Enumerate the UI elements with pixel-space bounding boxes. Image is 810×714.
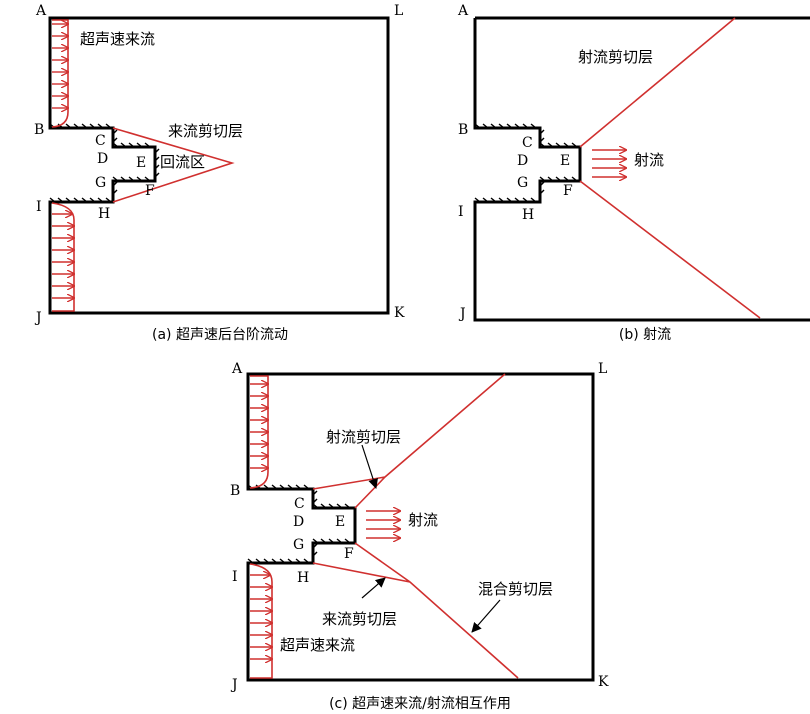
point-label-k-c: K [598,674,609,690]
point-label-d-b: D [517,153,528,169]
panel-b-jet-label: 射流 [634,151,664,169]
panel-c-inflow-profile-upper [249,375,269,489]
point-label-b-b: B [458,122,468,138]
panel-c-inflow-shear-label: 来流剪切层 [322,610,397,628]
panel-a-recirculation-label: 回流区 [160,153,205,171]
panel-c-jet-shear-label: 射流剪切层 [326,428,401,446]
point-label-l: L [394,3,403,19]
point-label-h: H [98,206,110,222]
panel-a-inflow-arrows-lower [52,214,74,298]
panel-a-inflow-profile-upper [51,19,69,128]
point-label-e-c: E [335,514,345,530]
point-label-b-c: B [230,483,240,499]
panel-b-shear-layer-label: 射流剪切层 [578,48,653,66]
panel-a-inflow-label: 超声速来流 [80,30,155,48]
panel-a-inflow-profile-lower [51,202,75,312]
panel-c-hatching [247,484,351,564]
panel-b-lower-shear-line [579,180,761,319]
point-label-h-b: H [522,207,534,223]
point-label-i-c: I [232,569,238,585]
point-label-c-b: C [522,135,533,151]
point-label-j: J [34,310,42,326]
point-label-f: F [145,183,155,199]
point-label-h-c: H [297,570,309,586]
point-label-j-c: J [230,677,238,693]
point-label-a-c: A [231,361,243,377]
panel-c-mixing-shear-pointer [471,599,501,633]
panel-c-jet-label: 射流 [408,511,438,529]
point-label-g: G [95,175,106,191]
point-label-a: A [35,3,47,19]
panel-c: A L B C D E G F I H J K 射流剪切层 射流 混合剪切层 来… [230,361,609,712]
panel-b-jet-arrows [592,150,626,177]
point-label-d-c: D [293,514,304,530]
point-label-c: C [95,133,106,149]
point-label-g-c: G [293,537,304,553]
panel-a-inflow-arrows-upper [52,24,68,108]
panel-c-inflow-arrows-lower [250,575,272,659]
panel-b-caption: (b) 射流 [619,327,671,343]
point-label-g-b: G [517,175,528,191]
panel-b-hatching [474,123,578,203]
point-label-i: I [36,199,42,215]
point-label-l-c: L [598,361,607,377]
panel-c-inflow-arrows-upper [250,384,268,468]
panel-c-inflow-profile-lower [249,563,273,679]
point-label-e: E [136,155,146,171]
point-label-f-c: F [344,546,354,562]
panel-c-lower-shear-layer [312,542,519,679]
panel-c-jet-shear-pointer [361,444,378,489]
panel-b-upper-shear-line [579,17,736,148]
panel-c-inflow-label: 超声速来流 [280,636,355,654]
panel-c-caption: (c) 超声速来流/射流相互作用 [329,696,511,712]
panel-c-mixing-shear-label: 混合剪切层 [478,580,553,598]
point-label-f-b: F [563,183,573,199]
panel-c-inflow-shear-pointer [361,577,386,599]
panel-a-hatching [49,123,160,203]
panel-a-caption: (a) 超声速后台阶流动 [152,327,288,343]
point-label-e-b: E [560,153,570,169]
panel-a-shear-layer-label: 来流剪切层 [168,122,243,140]
point-label-j-b: J [458,306,466,322]
panel-a-recirculation-zone [112,127,235,203]
point-label-a-b: A [457,3,469,19]
point-label-i-b: I [458,204,464,220]
point-label-c-c: C [294,496,305,512]
point-label-d: D [97,151,108,167]
panel-b: A B C D E G F I H J 射流剪切层 射流 (b) 射流 [457,3,810,343]
point-label-b: B [34,122,44,138]
point-label-k: K [394,305,405,321]
panel-c-jet-arrows [366,511,400,538]
panel-a: A L B C D E G F I H J K 超声速来流 来流剪切层 回流区 … [34,3,405,343]
